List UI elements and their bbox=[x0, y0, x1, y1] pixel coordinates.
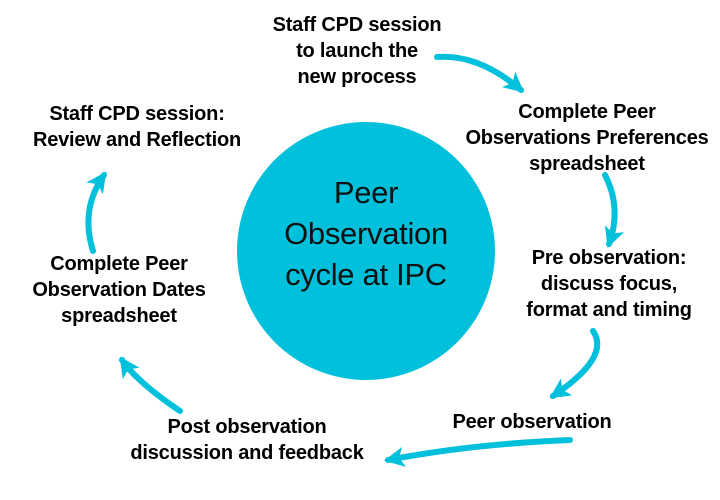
cycle-center-circle bbox=[237, 122, 495, 380]
arrow-pre-observation-to-peer-observation-icon bbox=[549, 328, 601, 399]
step-pre-observation: Pre observation: discuss focus, format a… bbox=[526, 247, 692, 321]
step-staff-cpd-review: Staff CPD session: Review and Reflection bbox=[32, 103, 242, 151]
step-complete-dates-spreadsheet: Complete Peer Observation Dates spreadsh… bbox=[32, 253, 206, 327]
arrow-dates-to-review-icon bbox=[85, 171, 107, 254]
arrow-launch-to-preferences-icon bbox=[434, 53, 525, 93]
step-complete-preferences-spreadsheet: Complete Peer Observations Preferences s… bbox=[465, 101, 709, 175]
cycle-title: Peer Observation cycle at IPC bbox=[284, 175, 448, 292]
arrow-preferences-to-pre-observation-icon bbox=[602, 172, 625, 248]
step-staff-cpd-launch: Staff CPD session to launch the new proc… bbox=[272, 14, 442, 88]
arrow-post-observation-to-dates-icon bbox=[119, 356, 183, 414]
step-post-observation: Post observation discussion and feedback bbox=[130, 416, 364, 464]
step-peer-observation: Peer observation bbox=[452, 411, 612, 433]
arrow-peer-observation-to-post-observation-icon bbox=[383, 437, 573, 467]
